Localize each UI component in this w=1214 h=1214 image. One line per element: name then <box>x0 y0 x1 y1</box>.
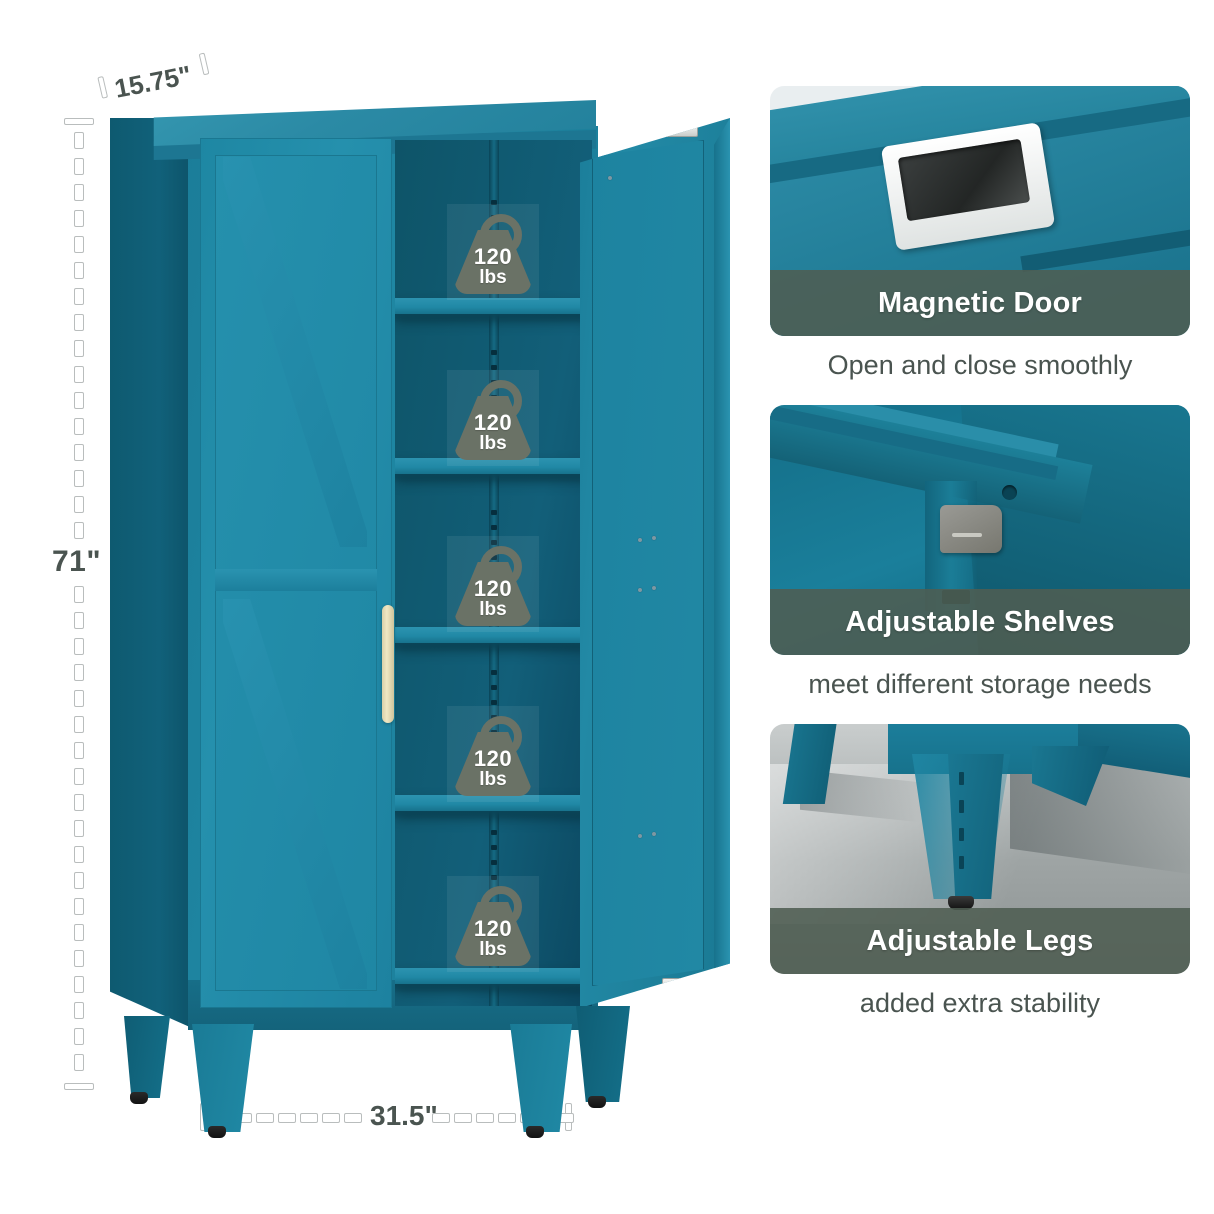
badge-unit: lbs <box>479 599 507 620</box>
weight-capacity-badge: 120 lbs <box>447 370 539 466</box>
weight-capacity-badge: 120 lbs <box>447 706 539 802</box>
shelf <box>395 627 592 652</box>
weight-capacity-badge: 120 lbs <box>447 876 539 972</box>
magnetic-catch-icon <box>662 978 698 991</box>
shelf-clip-icon <box>940 505 1002 553</box>
depth-dimension-label: 15.75" <box>112 59 194 104</box>
dimension-cap-bottom <box>64 1083 94 1090</box>
feature-card-image: Adjustable Shelves <box>770 405 1190 655</box>
feature-title: Adjustable Legs <box>866 924 1094 957</box>
feature-card-magnetic-door: Magnetic Door Open and close smoothly <box>770 86 1190 391</box>
badge-text: 120 lbs <box>453 916 533 960</box>
leg-foot <box>588 1096 606 1108</box>
feature-title-bar: Adjustable Legs <box>770 908 1190 974</box>
weight-capacity-badge: 120 lbs <box>447 536 539 632</box>
cabinet-interior: 120 lbs 120 lbs <box>395 140 592 1006</box>
feature-caption: added extra stability <box>859 988 1101 1018</box>
feature-title-bar: Adjustable Shelves <box>770 589 1190 655</box>
badge-value: 120 <box>473 244 513 269</box>
badge-text: 120 lbs <box>453 576 533 620</box>
mounting-hole-icon <box>1002 485 1017 500</box>
dimension-cap-right <box>198 52 210 76</box>
shelf <box>395 795 592 820</box>
height-dimension-label: 71" <box>52 545 102 578</box>
width-dimension-label: 31.5" <box>370 1100 438 1131</box>
leg-perforation <box>959 856 964 869</box>
shelf <box>395 298 592 323</box>
right-door-edge <box>714 118 730 1008</box>
rivet <box>638 834 642 838</box>
badge-text: 120 lbs <box>453 410 533 454</box>
leg-perforation <box>959 772 964 785</box>
feature-card-list: Magnetic Door Open and close smoothly <box>770 86 1190 1043</box>
door-handle[interactable] <box>382 605 394 723</box>
leg-foot <box>208 1126 226 1138</box>
adjustable-foot-icon <box>948 896 974 910</box>
badge-value: 120 <box>473 916 513 941</box>
feature-card-adjustable-legs: Adjustable Legs added extra stability <box>770 724 1190 1029</box>
badge-value: 120 <box>473 746 513 771</box>
cabinet-illustration: 120 lbs 120 lbs <box>110 100 730 1138</box>
badge-value: 120 <box>473 576 513 601</box>
feature-title-bar: Magnetic Door <box>770 270 1190 336</box>
rivet <box>638 538 642 542</box>
leg-foot <box>526 1126 544 1138</box>
leg-rear-right <box>576 1006 630 1102</box>
leg-rear-left <box>124 1016 170 1098</box>
right-door-inner-panel <box>592 140 704 986</box>
left-door[interactable] <box>200 138 392 1008</box>
height-dimension-line <box>64 118 94 1090</box>
leg-perforation <box>959 828 964 841</box>
door-center-rail <box>215 569 377 591</box>
dimension-cap-left <box>97 75 109 99</box>
feature-card-image: Adjustable Legs <box>770 724 1190 974</box>
badge-text: 120 lbs <box>453 244 533 288</box>
rivet <box>652 586 656 590</box>
weight-icon: 120 lbs <box>453 716 533 796</box>
magnetic-catch-icon <box>662 124 698 137</box>
feature-title: Magnetic Door <box>878 286 1082 319</box>
badge-value: 120 <box>473 410 513 435</box>
weight-icon: 120 lbs <box>453 886 533 966</box>
badge-unit: lbs <box>479 267 507 288</box>
shelf <box>395 968 592 993</box>
feature-caption: Open and close smoothly <box>827 350 1133 380</box>
badge-unit: lbs <box>479 433 507 454</box>
feature-caption: meet different storage needs <box>808 669 1152 699</box>
leg-foot <box>130 1092 148 1104</box>
weight-icon: 120 lbs <box>453 214 533 294</box>
weight-icon: 120 lbs <box>453 380 533 460</box>
badge-text: 120 lbs <box>453 746 533 790</box>
feature-title: Adjustable Shelves <box>845 605 1115 638</box>
rivet <box>652 832 656 836</box>
rivet <box>608 176 612 180</box>
dimension-cap-top <box>64 118 94 125</box>
shelf <box>395 458 592 483</box>
leg-perforation <box>959 800 964 813</box>
cabinet-side-panel <box>110 118 192 1028</box>
feature-card-adjustable-shelves: Adjustable Shelves meet different storag… <box>770 405 1190 710</box>
rivet <box>652 536 656 540</box>
badge-unit: lbs <box>479 769 507 790</box>
rivet <box>638 588 642 592</box>
feature-card-image: Magnetic Door <box>770 86 1190 336</box>
weight-capacity-badge: 120 lbs <box>447 204 539 300</box>
product-hero: 71" 15.75" 31.5" <box>52 52 730 1138</box>
right-door-open[interactable] <box>580 118 730 1008</box>
weight-icon: 120 lbs <box>453 546 533 626</box>
badge-unit: lbs <box>479 939 507 960</box>
